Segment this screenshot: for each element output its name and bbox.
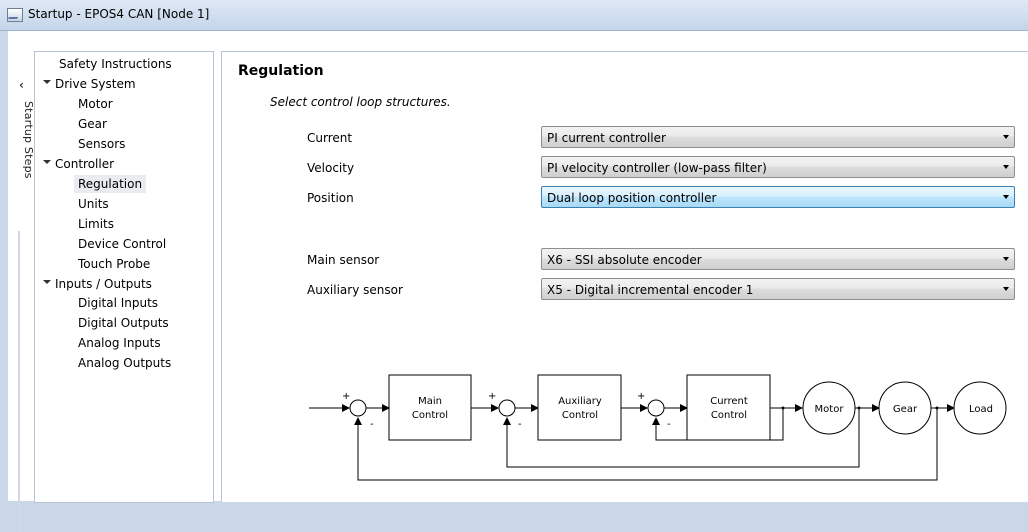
motor-label: Motor <box>815 404 845 415</box>
minus-sign-1: - <box>370 419 374 430</box>
main-sensor-value: X6 - SSI absolute encoder <box>547 253 702 267</box>
tree-item-gear[interactable]: Gear <box>78 117 107 131</box>
startup-steps-label[interactable]: Startup Steps <box>22 101 35 179</box>
tree-item-device-control[interactable]: Device Control <box>78 237 167 251</box>
expand-triangle-icon[interactable] <box>43 280 51 284</box>
position-controller-select[interactable]: Dual loop position controller <box>541 186 1015 208</box>
main-control-label-1: Main <box>418 396 442 407</box>
main-control-block <box>388 374 472 441</box>
position-label: Position <box>307 191 354 205</box>
current-control-label-1: Current <box>710 396 748 407</box>
current-controller-select[interactable]: PI current controller <box>541 126 1015 148</box>
plus-sign-1: + <box>342 391 350 402</box>
summing-junction-1 <box>349 399 367 417</box>
current-control-block <box>686 374 771 441</box>
expand-triangle-icon[interactable] <box>43 160 51 164</box>
velocity-label: Velocity <box>307 161 355 175</box>
velocity-controller-value: PI velocity controller (low-pass filter) <box>547 161 767 175</box>
window-title: Startup - EPOS4 CAN [Node 1] <box>28 7 210 21</box>
main-feedback-path <box>354 408 938 481</box>
dropdown-arrow-icon[interactable] <box>1003 257 1009 261</box>
dropdown-arrow-icon[interactable] <box>1003 195 1009 199</box>
page-title: Regulation <box>238 63 324 79</box>
gear-label: Gear <box>893 404 918 415</box>
main-control-label-2: Control <box>412 410 448 421</box>
tree-item-motor[interactable]: Motor <box>78 97 113 111</box>
app-window-icon <box>7 8 23 22</box>
control-loop-diagram: + - + - + - Main Control Auxiliary Contr… <box>309 374 1007 481</box>
tree-item-drive-system[interactable]: Drive System <box>55 77 136 91</box>
tree-item-digital-inputs[interactable]: Digital Inputs <box>78 296 159 310</box>
minus-sign-3: - <box>667 419 671 430</box>
auxiliary-control-block <box>537 374 622 441</box>
plus-sign-3: + <box>637 391 645 402</box>
tree-item-limits[interactable]: Limits <box>78 217 114 231</box>
aux-control-label-2: Control <box>562 410 598 421</box>
auxiliary-sensor-label: Auxiliary sensor <box>307 283 403 297</box>
auxiliary-feedback-path <box>503 408 860 468</box>
collapse-chevron-icon[interactable]: ‹ <box>19 78 24 92</box>
load-node <box>953 381 1007 435</box>
tree-item-controller[interactable]: Controller <box>55 157 115 171</box>
plus-sign-2: + <box>488 391 496 402</box>
page-subtitle: Select control loop structures. <box>270 95 451 109</box>
tree-item-sensors[interactable]: Sensors <box>78 137 126 151</box>
current-control-label-2: Control <box>711 410 747 421</box>
window-titlebar: Startup - EPOS4 CAN [Node 1] <box>0 0 1028 31</box>
tree-item-inputs-outputs[interactable]: Inputs / Outputs <box>55 277 152 291</box>
tree-item-regulation[interactable]: Regulation <box>74 175 147 193</box>
summing-junction-2 <box>498 399 516 417</box>
dropdown-arrow-icon[interactable] <box>1003 135 1009 139</box>
startup-steps-tree[interactable] <box>34 51 214 503</box>
current-feedback-path <box>652 408 784 441</box>
tree-item-units[interactable]: Units <box>78 197 109 211</box>
current-label: Current <box>307 131 353 145</box>
tree-item-digital-outputs[interactable]: Digital Outputs <box>78 316 169 330</box>
startup-steps-bar[interactable]: ‹ Startup Steps <box>8 31 35 532</box>
tree-item-touch-probe[interactable]: Touch Probe <box>78 257 151 271</box>
aux-control-label-1: Auxiliary <box>558 396 602 407</box>
tree-item-analog-outputs[interactable]: Analog Outputs <box>78 356 172 370</box>
load-label: Load <box>969 404 993 415</box>
dropdown-arrow-icon[interactable] <box>1003 165 1009 169</box>
steps-divider <box>18 231 20 532</box>
summing-junction-3 <box>647 399 665 417</box>
auxiliary-sensor-select[interactable]: X5 - Digital incremental encoder 1 <box>541 278 1015 300</box>
position-controller-value: Dual loop position controller <box>547 191 717 205</box>
main-sensor-label: Main sensor <box>307 253 380 267</box>
tree-item-analog-inputs[interactable]: Analog Inputs <box>78 336 161 350</box>
current-controller-value: PI current controller <box>547 131 666 145</box>
expand-triangle-icon[interactable] <box>43 80 51 84</box>
main-sensor-select[interactable]: X6 - SSI absolute encoder <box>541 248 1015 270</box>
auxiliary-sensor-value: X5 - Digital incremental encoder 1 <box>547 283 754 297</box>
velocity-controller-select[interactable]: PI velocity controller (low-pass filter) <box>541 156 1015 178</box>
minus-sign-2: - <box>518 419 522 430</box>
tree-item-safety-instructions[interactable]: Safety Instructions <box>59 57 172 71</box>
dropdown-arrow-icon[interactable] <box>1003 287 1009 291</box>
